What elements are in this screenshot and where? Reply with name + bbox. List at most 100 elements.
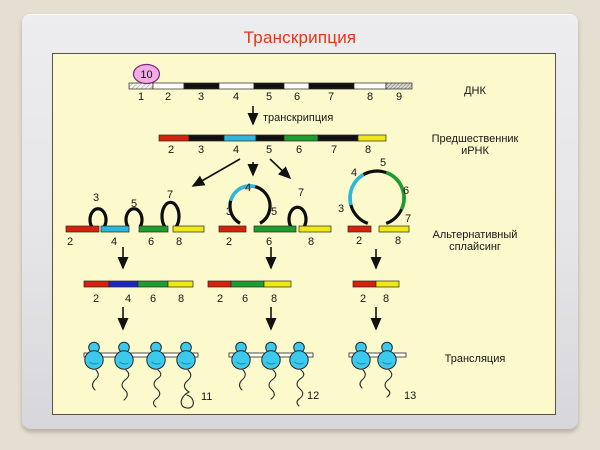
mrna-label: 4 — [125, 293, 131, 305]
translation-stage-label: Трансляция — [445, 353, 506, 365]
dna-exon-2 — [152, 82, 185, 90]
mrna-label: 2 — [217, 293, 223, 305]
ribosome — [231, 341, 251, 370]
pre-number: 8 — [365, 144, 371, 156]
intron-loop-7 — [160, 200, 181, 228]
slide-panel: Транскрипция — [22, 14, 578, 429]
exon-label: 2 — [356, 235, 362, 247]
mrna-exon-2 — [207, 280, 232, 288]
ribosome — [84, 341, 104, 370]
dna-flank-9 — [385, 82, 413, 90]
splicing-variant-3: 3 4 5 6 7 2 8 2 8 — [338, 157, 411, 331]
mrna-exon-6 — [137, 280, 169, 288]
stage-labels: ДНК Предшественник иРНК Альтернативный с… — [432, 85, 519, 365]
polypeptide-chain — [180, 369, 194, 409]
loop-label: 5 — [380, 157, 386, 169]
dna-exon-8 — [353, 82, 387, 90]
branch-arrow-right — [269, 158, 292, 180]
dna-flank-1 — [128, 82, 154, 90]
exon-label: 6 — [266, 236, 272, 248]
polypeptide-chain — [359, 369, 366, 389]
transcription-label: транскрипция — [263, 112, 333, 124]
mrna-label: 2 — [360, 293, 366, 305]
dna-number: 3 — [198, 91, 204, 103]
mrna-exon-2 — [352, 280, 377, 288]
mrna-exon-4 — [108, 280, 139, 288]
branch-arrow-left — [191, 158, 241, 187]
ribosome — [261, 341, 281, 370]
promoter-marker-label: 10 — [140, 69, 152, 81]
dna-intron-3 — [183, 82, 220, 90]
dna-number: 5 — [266, 91, 272, 103]
exon-6 — [253, 225, 297, 233]
dna-exon-4 — [218, 82, 255, 90]
mrna-strand — [348, 352, 407, 358]
exon-label: 4 — [111, 236, 117, 248]
splicing-stage-label-line1: Альтернативный — [433, 229, 518, 241]
product-label: 11 — [201, 391, 212, 403]
pre-number: 2 — [168, 144, 174, 156]
exon-label: 2 — [226, 236, 232, 248]
pre-exon-8 — [357, 134, 387, 142]
mrna-label: 2 — [93, 293, 99, 305]
dna-intron-7 — [308, 82, 355, 90]
dna-number: 7 — [328, 91, 334, 103]
exon-2 — [65, 225, 100, 233]
exon-label: 8 — [176, 236, 182, 248]
polypeptide-chain — [296, 369, 305, 407]
splicing-stage-label-line2: сплайсинг — [449, 241, 501, 253]
dna-number: 2 — [165, 91, 171, 103]
looped-exon-6-arc — [385, 170, 406, 211]
dna-number: 8 — [367, 91, 373, 103]
product-label: 13 — [404, 390, 416, 402]
ribosome — [114, 341, 134, 370]
loop-label: 7 — [405, 213, 411, 225]
ribosome — [289, 341, 309, 370]
mrna-strand — [83, 352, 199, 358]
mrna-exon-6 — [230, 280, 265, 288]
dna-strand: 10 1 2 3 4 5 6 7 8 9 — [128, 63, 413, 103]
exon-8 — [298, 225, 332, 233]
pre-intron-3 — [188, 134, 225, 142]
loop-label: 5 — [131, 198, 137, 210]
looped-exon-4-arc — [228, 184, 256, 202]
mrna-exon-8 — [167, 280, 194, 288]
ribosome — [377, 341, 397, 370]
exon-2 — [347, 225, 372, 233]
exon-label: 2 — [67, 236, 73, 248]
exon-4 — [100, 225, 130, 233]
slide-title: Транскрипция — [243, 28, 357, 47]
loop-label: 7 — [167, 189, 173, 201]
pre-number: 3 — [198, 144, 204, 156]
diagram-panel: 10 1 2 3 4 5 6 7 8 9 транскрипция — [52, 53, 556, 415]
loop-label: 7 — [298, 187, 304, 199]
loop-label: 3 — [338, 203, 344, 215]
dna-stage-label: ДНК — [464, 85, 486, 97]
mrna-label: 6 — [242, 293, 248, 305]
polypeptide-chain — [152, 369, 162, 408]
intron-loop-5 — [124, 207, 144, 228]
pre-number: 4 — [233, 144, 239, 156]
exon-8 — [378, 225, 410, 233]
polysome-3: 13 — [348, 341, 416, 402]
branch-arrows — [191, 158, 292, 187]
pre-mrna-stage-label-line2: иРНК — [461, 145, 489, 157]
splicing-variant-2: 3 4 5 7 2 6 8 2 6 8 — [207, 182, 332, 331]
polypeptide-chain — [384, 369, 393, 398]
loop-label: 4 — [351, 167, 357, 179]
exon-label: 8 — [308, 236, 314, 248]
pre-exon-2 — [158, 134, 190, 142]
polypeptide-chain — [268, 369, 277, 400]
ribosome — [176, 341, 196, 370]
pre-mrna-stage-label-line1: Предшественник — [432, 133, 519, 145]
polysome-2: 12 — [228, 341, 319, 407]
intron-loop-7 — [287, 205, 308, 228]
pre-exon-6 — [283, 134, 319, 142]
ribosome — [146, 341, 166, 370]
looped-exon-4-arc — [348, 173, 365, 206]
loop-label: 5 — [271, 206, 277, 218]
exon-6 — [138, 225, 169, 233]
loop-label: 6 — [403, 185, 409, 197]
mrna-label: 6 — [150, 293, 156, 305]
dna-number: 6 — [294, 91, 300, 103]
